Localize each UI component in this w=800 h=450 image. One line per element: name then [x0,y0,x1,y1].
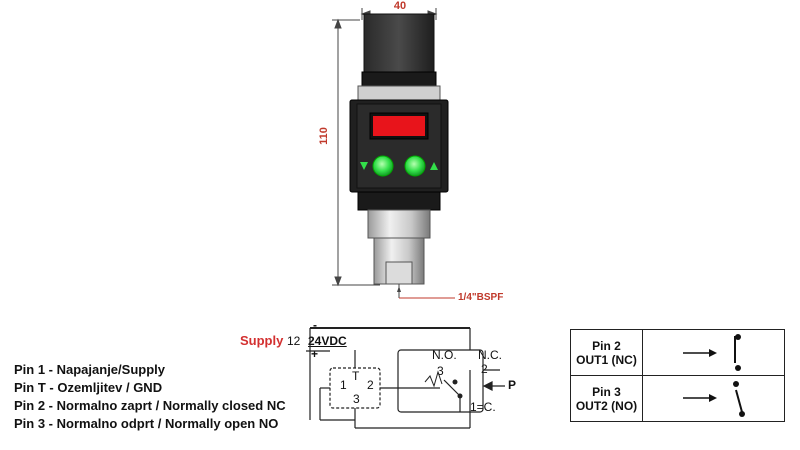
pressure-label: P [508,378,517,392]
nc-label: N.C. [478,348,502,362]
connector-ring [357,85,441,101]
output-pin: Pin 2 [592,338,621,353]
output-pin: Pin 3 [592,384,621,399]
output-label-cell: Pin 2 OUT1 (NC) [571,330,643,375]
pin-1-description: Pin 1 - Napajanje/Supply [14,362,165,377]
terminal-1-label: 1 [340,378,347,392]
display-screen [373,116,425,136]
switch-3-label: 3 [437,364,444,378]
terminal-3-label: 3 [353,392,360,406]
switch-2-label: 2 [481,362,488,376]
thread-label: 1/4"BSPF [458,292,504,303]
width-dimension-label: 40 [393,0,407,12]
down-button-icon [372,155,394,177]
down-arrow-icon [360,162,368,170]
hex-body [367,209,431,239]
pin-list: Pin 1 - Napajanje/Supply Pin T - Ozemlji… [14,361,286,433]
output-name: OUT2 (NO) [575,398,638,413]
pin-3-description: Pin 3 - Normalno odprt / Normally open N… [14,416,279,431]
up-button-icon [404,155,426,177]
no-contact-symbol [683,381,745,417]
nc-contact-symbol [683,334,741,371]
terminal-t-label: T [352,369,360,383]
no-label: N.O. [432,348,457,362]
output-row-no: Pin 3 OUT2 (NO) [571,376,784,421]
sensor-drawing [332,8,455,299]
minus-label: - [313,318,317,332]
terminal-2-label: 2 [367,378,374,392]
connector-housing [363,13,435,75]
output-name: OUT1 (NC) [576,352,637,367]
up-arrow-icon [430,162,438,170]
supply-label: Supply [240,333,284,348]
supply-pins-label: 12 [287,334,301,348]
pin-t-description: Pin T - Ozemljitev / GND [14,380,163,395]
pin-2-description: Pin 2 - Normalno zaprt / Normally closed… [14,398,286,413]
voltage-label: 24VDC [308,334,347,348]
wiring-diagram [306,327,505,429]
output-label-cell: Pin 3 OUT2 (NO) [571,376,643,421]
output-row-nc: Pin 2 OUT1 (NC) [571,330,784,376]
output-table: Pin 2 OUT1 (NC) Pin 3 OUT2 (NO) [570,329,785,422]
plus-label: + [311,347,319,361]
connector-collar [361,71,437,87]
height-dimension [332,18,380,287]
